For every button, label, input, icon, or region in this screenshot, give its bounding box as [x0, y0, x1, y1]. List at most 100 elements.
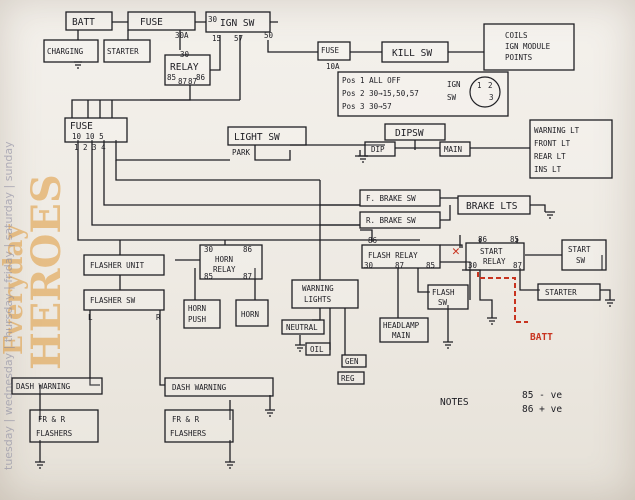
ign-sw-short-label: SW: [447, 93, 457, 102]
main-fuse-outputs: 1 2 3 4: [74, 143, 106, 152]
horn-relay-box: 30 86 HORN RELAY 85 87: [199, 244, 263, 281]
ign-sw-label: IGN SW: [220, 18, 255, 29]
horn-terminal-85: 85: [204, 272, 213, 281]
dash-warning-left-label: DASH WARNING: [16, 382, 71, 391]
f-brake-sw-box: F. BRAKE SW: [359, 189, 441, 207]
ign-terminal-50: 50: [264, 31, 274, 40]
headlamp-main-box: HEADLAMP MAIN: [379, 317, 429, 343]
batt-jumper-wire: [477, 272, 528, 323]
flash-relay-terminal-30: 30: [364, 261, 374, 270]
ground-symbols: [35, 61, 615, 469]
r-brake-sw-box: R. BRAKE SW: [359, 211, 441, 229]
dip-label: DIP: [371, 145, 385, 154]
relay-terminal-30: 30: [180, 50, 190, 59]
flash-sw-box: FLASH SW: [427, 284, 469, 310]
horn-relay-line2: RELAY: [213, 265, 236, 274]
start-sw-line2: SW: [576, 256, 586, 265]
fr-r-left-line1: FR & R: [38, 415, 66, 424]
start-relay-line1: START: [480, 247, 503, 256]
flash-relay-label: FLASH RELAY: [368, 251, 418, 260]
starter-box: STARTER: [103, 39, 151, 63]
main-fuse-label: FUSE: [70, 121, 93, 132]
notes-block: NOTES 85 - ve 86 + ve: [440, 390, 562, 415]
ign-label: IGN: [447, 80, 461, 89]
warning-lights-box: WARNING LIGHTS: [291, 279, 359, 309]
dash-warning-right-box: DASH WARNING: [164, 377, 274, 397]
start-relay-box: 86 85 START RELAY 30 87: [465, 235, 525, 271]
relay-terminal-86: 86: [196, 73, 206, 82]
notes-label: NOTES: [440, 397, 469, 408]
warning-lamps-box: WARNING LT FRONT LT REAR LT INS LT: [529, 119, 613, 179]
flash-relay-terminal-87: 87: [395, 261, 404, 270]
warning-lights-line2: LIGHTS: [304, 295, 332, 304]
coils-box: COILS IGN MODULE POINTS: [483, 23, 575, 71]
fr-r-flashers-left-box: FR & R FLASHERS: [29, 409, 99, 443]
brake-lts-label: BRAKE LTS: [466, 201, 518, 212]
ign-sw-box: 30 IGN SW 15 57 50: [205, 11, 274, 43]
ign-terminal-30: 30: [208, 15, 218, 24]
watermark-everyday: Everyday: [0, 224, 29, 355]
fuse-10a-box: FUSE 10A: [317, 41, 351, 71]
warning-lt-line1: WARNING LT: [534, 126, 580, 135]
flash-relay-terminal-85: 85: [426, 261, 435, 270]
batt-box: BATT: [65, 11, 113, 31]
fuse-30a-rating: 30A: [175, 31, 189, 40]
oil-box: OIL: [305, 342, 331, 356]
starter-right-label: STARTER: [545, 288, 577, 297]
relay-box: 30 RELAY 85 86 87 87: [164, 50, 211, 86]
charging-box: CHARGING: [43, 39, 99, 63]
fuse-30a-box: FUSE 30A: [127, 11, 196, 40]
warning-lt-line3: REAR LT: [534, 152, 566, 161]
coils-line1: COILS: [505, 31, 528, 40]
flasher-unit-box: FLASHER UNIT: [83, 254, 165, 276]
horn-box: HORN: [235, 299, 269, 327]
gen-label: GEN: [345, 357, 359, 366]
red-x-mark: ✕: [452, 244, 460, 259]
horn-terminal-86: 86: [243, 245, 253, 254]
watermark: HEROES Everyday tuesday | wednesday | th…: [0, 141, 70, 470]
flasher-r-label: R: [156, 313, 161, 322]
flasher-unit-label: FLASHER UNIT: [90, 261, 145, 270]
flasher-l-label: L: [88, 313, 93, 322]
neutral-label: NEUTRAL: [286, 323, 318, 332]
start-terminal-87: 87: [513, 261, 522, 270]
horn-label: HORN: [241, 310, 259, 319]
r-brake-sw-label: R. BRAKE SW: [366, 216, 416, 225]
relay-terminal-87b: 87: [188, 77, 197, 86]
headlamp-line2: MAIN: [392, 331, 410, 340]
start-terminal-86: 86: [478, 235, 488, 244]
main-fuse-ratings: 10 10 5: [72, 132, 104, 141]
relay-label: RELAY: [170, 62, 199, 73]
horn-push-line1: HORN: [188, 304, 206, 313]
dip-sw-label: DIPSW: [395, 128, 424, 139]
watermark-heroes: HEROES: [23, 174, 70, 370]
ign-position-table: Pos 1 ALL OFF Pos 2 30→15,50,57 Pos 3 30…: [337, 71, 509, 117]
flash-relay-box: 86 FLASH RELAY 30 87 85: [361, 236, 441, 270]
relay-terminal-85: 85: [167, 73, 176, 82]
flash-sw-line1: FLASH: [432, 288, 455, 297]
horn-push-box: HORN PUSH: [183, 299, 221, 329]
ign-pos-line2: Pos 2 30→15,50,57: [342, 89, 419, 98]
flasher-sw-box: FLASHER SW L R: [83, 289, 165, 322]
ign-pos-2: 2: [488, 81, 493, 90]
batt-red-label: BATT: [530, 332, 553, 343]
fr-r-right-line1: FR & R: [172, 415, 200, 424]
warning-lt-line4: INS LT: [534, 165, 562, 174]
light-sw-label: LIGHT SW: [234, 132, 280, 143]
fuse-10a-label: FUSE: [321, 46, 340, 55]
headlamp-line1: HEADLAMP: [383, 321, 420, 330]
relay-terminal-87: 87: [178, 77, 187, 86]
ign-pos-line3: Pos 3 30→57: [342, 102, 392, 111]
neutral-box: NEUTRAL: [281, 319, 325, 335]
watermark-weekdays: tuesday | wednesday | thursday | friday …: [2, 141, 15, 470]
start-relay-line2: RELAY: [483, 257, 506, 266]
horn-push-line2: PUSH: [188, 315, 207, 324]
reg-label: REG: [341, 374, 355, 383]
main-fuse-box: FUSE 10 10 5 1 2 3 4: [64, 117, 128, 152]
gen-box: GEN: [341, 354, 367, 368]
ign-terminal-15: 15: [212, 34, 221, 43]
f-brake-sw-label: F. BRAKE SW: [366, 194, 416, 203]
dash-warning-left-box: DASH WARNING: [11, 377, 103, 395]
